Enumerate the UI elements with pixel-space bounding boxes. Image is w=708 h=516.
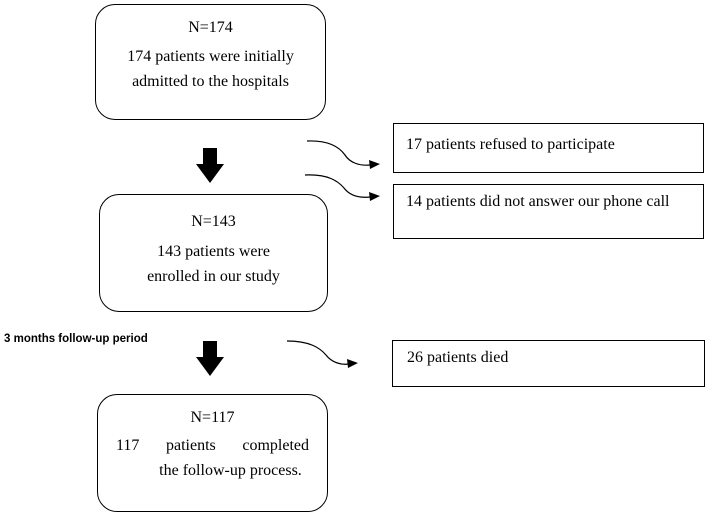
box-text-line: 174 patients were initially bbox=[127, 48, 294, 65]
exclusion-box-died: 26 patients died bbox=[392, 340, 705, 387]
box-count: N=117 bbox=[190, 409, 235, 426]
box-count: N=174 bbox=[188, 19, 233, 36]
exclusion-text: 26 patients died bbox=[407, 349, 509, 366]
box-word: patients bbox=[166, 437, 216, 454]
box-word: 117 bbox=[116, 437, 140, 454]
curved-arrow-icon bbox=[304, 174, 380, 201]
box-text-line: 117 patients completed bbox=[98, 433, 327, 458]
follow-up-period-label: 3 months follow-up period bbox=[4, 333, 148, 345]
box-text-line: 143 patients were bbox=[157, 243, 270, 260]
flow-box-admitted: N=174 174 patients were initially admitt… bbox=[95, 4, 326, 120]
flow-box-completed: N=117 117 patients completed the follow-… bbox=[97, 394, 328, 512]
box-word: completed bbox=[242, 437, 309, 454]
flow-box-enrolled: N=143 143 patients were enrolled in our … bbox=[99, 194, 328, 312]
box-text-line: enrolled in our study bbox=[147, 268, 280, 285]
curved-arrow-icon bbox=[306, 140, 380, 169]
down-arrow-icon bbox=[196, 148, 224, 183]
box-text-line: the follow-up process. bbox=[159, 462, 302, 479]
exclusion-box-no-answer: 14 patients did not answer our phone cal… bbox=[393, 184, 704, 239]
box-count: N=143 bbox=[191, 213, 236, 230]
exclusion-text: 14 patients did not answer our phone cal… bbox=[406, 193, 670, 210]
curved-arrow-icon bbox=[286, 340, 358, 368]
exclusion-text: 17 patients refused to participate bbox=[406, 136, 615, 153]
down-arrow-icon bbox=[196, 341, 224, 376]
box-text-line: admitted to the hospitals bbox=[132, 73, 289, 90]
exclusion-box-refused: 17 patients refused to participate bbox=[393, 123, 704, 173]
